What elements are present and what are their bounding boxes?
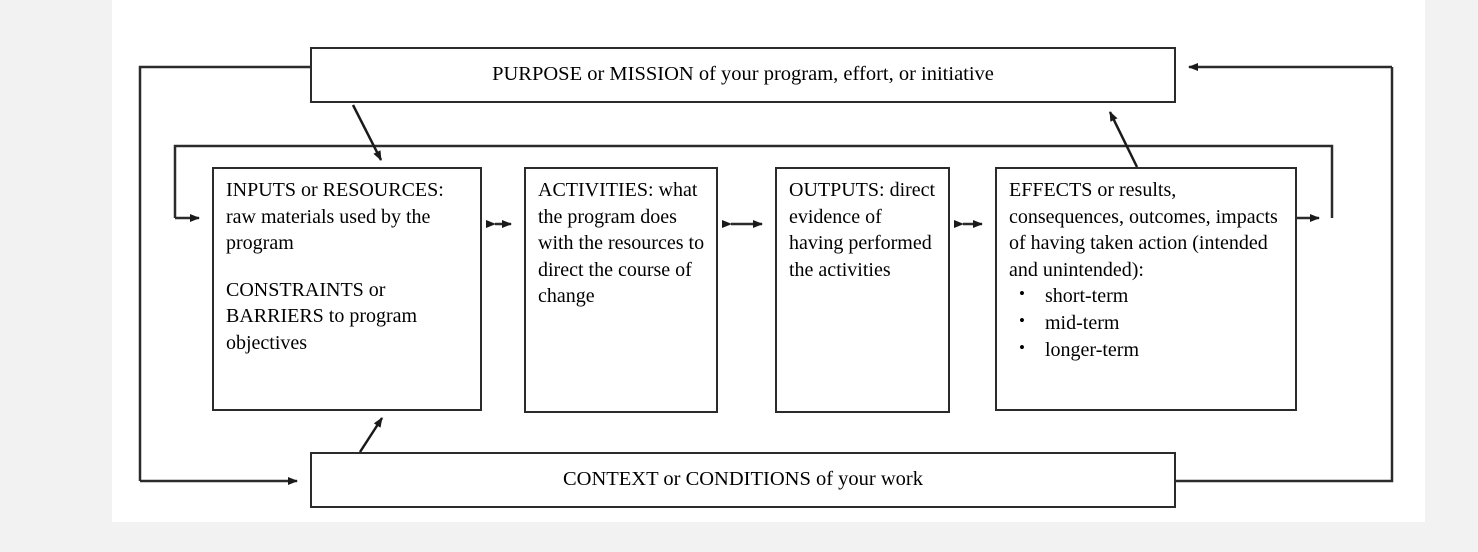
node-activities[interactable]: ACTIVITIES: what the program does with t… — [524, 167, 718, 413]
list-item: mid-term — [1019, 310, 1285, 337]
node-activities-text: ACTIVITIES: what the program does with t… — [538, 179, 705, 308]
node-outputs[interactable]: OUTPUTS: direct evidence of having perfo… — [775, 167, 950, 413]
node-outputs-text: OUTPUTS: direct evidence of having perfo… — [789, 179, 936, 281]
node-effects[interactable]: EFFECTS or results, consequences, outcom… — [995, 167, 1297, 411]
node-purpose-label: PURPOSE or MISSION of your program, effo… — [492, 63, 994, 86]
list-item: short-term — [1019, 283, 1285, 310]
node-effects-text: EFFECTS or results, consequences, outcom… — [1009, 179, 1278, 281]
node-effects-body: EFFECTS or results, consequences, outcom… — [997, 169, 1295, 367]
node-inputs-paragraph-2: CONSTRAINTS or BARRIERS to program objec… — [226, 278, 418, 354]
node-context-label: CONTEXT or CONDITIONS of your work — [562, 468, 924, 491]
node-inputs[interactable]: INPUTS or RESOURCES: raw materials used … — [212, 167, 482, 411]
node-context[interactable]: CONTEXT or CONDITIONS of your work — [310, 452, 1176, 508]
node-activities-body: ACTIVITIES: what the program does with t… — [526, 169, 716, 314]
node-purpose[interactable]: PURPOSE or MISSION of your program, effo… — [310, 47, 1176, 103]
node-inputs-body: INPUTS or RESOURCES: raw materials used … — [214, 169, 480, 361]
node-inputs-paragraph-1: INPUTS or RESOURCES: raw materials used … — [226, 179, 444, 255]
list-item: longer-term — [1019, 337, 1285, 364]
node-outputs-body: OUTPUTS: direct evidence of having perfo… — [777, 169, 948, 287]
node-effects-bullet-list: short-term mid-term longer-term — [1009, 283, 1285, 363]
